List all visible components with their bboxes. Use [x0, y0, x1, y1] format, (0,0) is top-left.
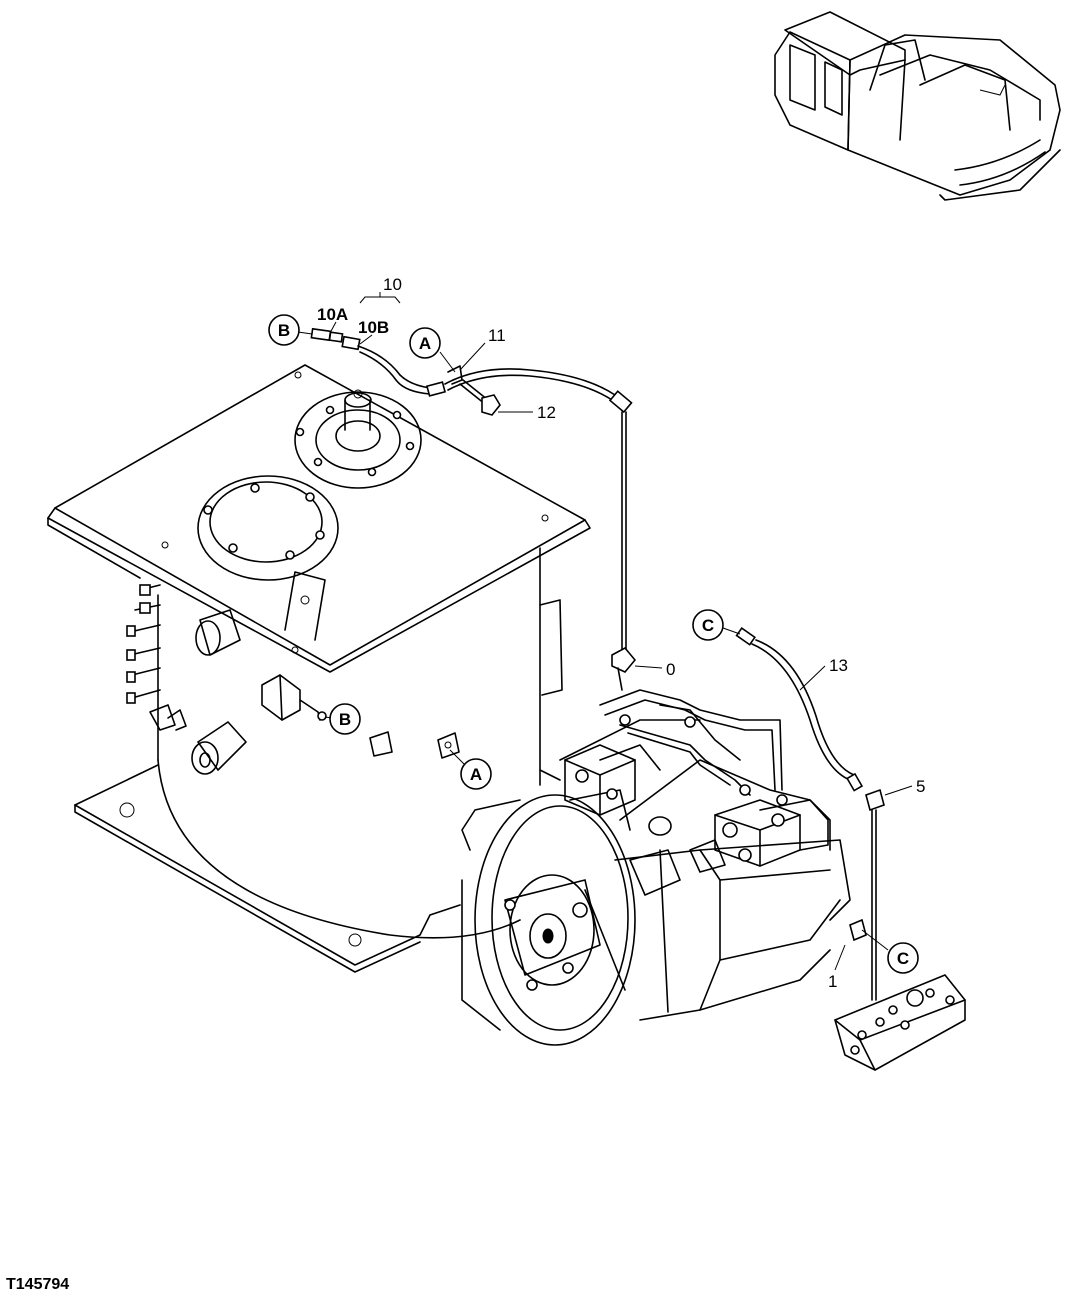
hydraulic-tank [47, 364, 591, 973]
callout-b-mid: B [329, 703, 361, 735]
part-label-10b: 10B [358, 318, 389, 337]
callout-c-bottom: C [887, 942, 919, 974]
part-label-13: 13 [829, 656, 848, 675]
hose-11 [444, 365, 633, 651]
hose-13 [735, 627, 864, 792]
hydraulic-pump [461, 689, 851, 1046]
figure-id: T145794 [6, 1276, 70, 1293]
fitting-5 [865, 788, 885, 1001]
svg-text:C: C [702, 616, 714, 635]
part-label-10: 10 [383, 275, 402, 294]
hose-10 [310, 327, 447, 397]
excavator-locator-icon [774, 11, 1061, 201]
part-label-1: 1 [828, 972, 837, 991]
part-label-11: 11 [488, 326, 506, 345]
svg-text:B: B [278, 321, 290, 340]
part-label-10a: 10A [317, 305, 348, 324]
part-label-5: 5 [916, 777, 925, 796]
part-label-12: 12 [537, 403, 556, 422]
callout-a-top: A [409, 327, 441, 359]
svg-text:A: A [419, 334, 431, 353]
bolt-12 [459, 379, 501, 416]
fitting-0 [611, 646, 637, 691]
part-label-0: 0 [666, 660, 675, 679]
svg-text:B: B [339, 710, 351, 729]
callout-c-top: C [692, 609, 724, 641]
svg-text:A: A [470, 765, 482, 784]
callout-a-bottom: A [460, 758, 492, 790]
svg-text:C: C [897, 949, 909, 968]
fitting-1 [849, 918, 867, 942]
manifold-block [834, 974, 966, 1071]
callout-b-top: B [268, 314, 300, 346]
